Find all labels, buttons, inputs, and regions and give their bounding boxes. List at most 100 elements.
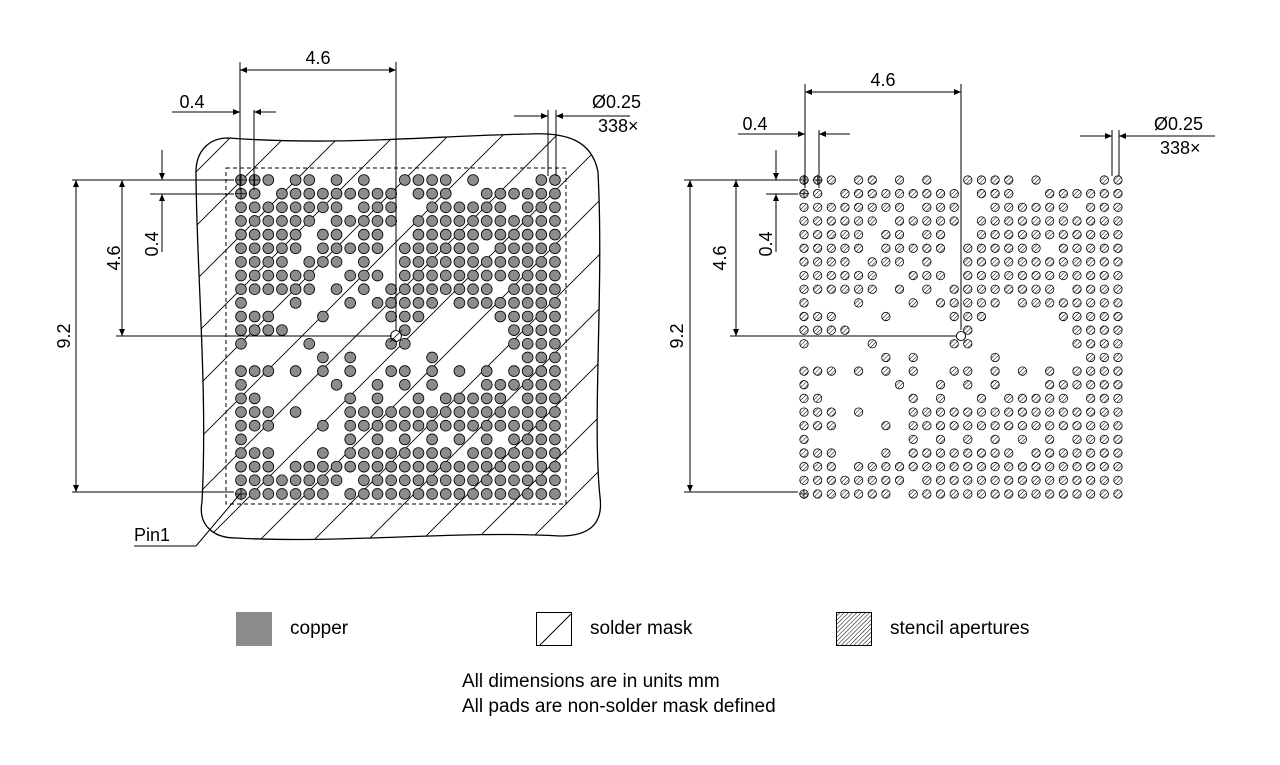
stencil-aperture — [922, 230, 932, 240]
copper-pad — [385, 474, 397, 487]
stencil-aperture — [894, 257, 905, 267]
copper-pad — [235, 297, 247, 309]
copper-pad — [235, 337, 247, 350]
stencil-aperture — [826, 243, 836, 253]
stencil-aperture — [1086, 189, 1096, 199]
overall-dimension: 9.2 — [54, 323, 74, 348]
stencil-aperture — [963, 434, 973, 444]
copper-pad — [535, 433, 548, 446]
copper-pad — [371, 488, 384, 500]
stencil-aperture — [1113, 311, 1123, 322]
stencil-aperture — [1086, 380, 1096, 390]
copper-pad — [535, 474, 548, 487]
copper-pad — [412, 392, 425, 405]
copper-pad — [235, 215, 247, 227]
stencil-aperture — [922, 407, 932, 417]
copper-pad — [412, 419, 425, 432]
copper-pad — [317, 447, 329, 459]
copper-pad — [426, 174, 438, 186]
copper-pad — [467, 460, 479, 473]
stencil-aperture — [1113, 407, 1123, 417]
stencil-aperture — [990, 257, 1000, 267]
stencil-aperture — [1031, 421, 1041, 431]
stencil-aperture — [963, 475, 973, 485]
copper-pad — [480, 256, 493, 268]
stencil-aperture — [922, 257, 932, 267]
dimension-arrow — [233, 109, 240, 115]
stencil-aperture — [963, 366, 973, 376]
stencil-aperture — [976, 257, 987, 267]
stencil-aperture — [935, 270, 946, 281]
stencil-aperture — [1086, 366, 1096, 376]
stencil-aperture — [990, 434, 1000, 444]
stencil-aperture — [813, 407, 823, 417]
copper-pad — [508, 433, 520, 446]
stencil-aperture — [1113, 448, 1123, 458]
copper-pad — [521, 187, 534, 200]
stencil-aperture — [976, 270, 987, 281]
copper-pad — [549, 324, 561, 336]
copper-pad — [535, 337, 548, 350]
copper-pad — [289, 488, 302, 500]
copper-pad — [248, 187, 261, 200]
copper-pad — [317, 201, 329, 214]
copper-pad — [439, 187, 452, 200]
stencil-aperture — [881, 230, 891, 240]
stencil-aperture — [1113, 421, 1123, 431]
copper-pad — [303, 474, 316, 487]
stencil-aperture — [1113, 202, 1123, 212]
dimension-arrow — [954, 89, 961, 95]
copper-pad — [398, 324, 411, 336]
stencil-aperture — [1086, 421, 1096, 431]
stencil-aperture — [1086, 202, 1096, 212]
note-pads: All pads are non-solder mask defined — [462, 696, 776, 717]
stencil-aperture — [1086, 434, 1096, 444]
copper-pad — [412, 297, 425, 309]
copper-pad — [412, 174, 425, 186]
stencil-aperture — [963, 243, 973, 253]
copper-pad — [521, 310, 534, 323]
stencil-aperture — [1017, 462, 1028, 472]
stencil-aperture — [826, 311, 836, 322]
copper-pad — [467, 297, 479, 309]
stencil-aperture — [963, 407, 973, 417]
stencil-aperture — [1099, 270, 1109, 281]
stencil-aperture — [853, 366, 864, 376]
copper-pad — [549, 269, 561, 282]
copper-pad — [262, 283, 275, 296]
stencil-aperture — [1086, 475, 1096, 485]
stencil-aperture — [990, 175, 1000, 185]
stencil-aperture — [1113, 393, 1123, 403]
notes: All dimensions are in units mm All pads … — [462, 669, 776, 719]
stencil-aperture — [1045, 202, 1055, 212]
stencil-aperture — [1031, 284, 1041, 294]
stencil-aperture — [1099, 311, 1109, 322]
stencil-aperture — [908, 243, 918, 253]
stencil-aperture — [894, 475, 905, 485]
copper-pad — [439, 256, 452, 268]
center-reference-aperture — [955, 330, 967, 342]
stencil-aperture — [908, 298, 918, 308]
stencil-aperture — [1017, 257, 1028, 267]
stencil-aperture — [867, 202, 877, 212]
stencil-aperture — [1017, 230, 1028, 240]
stencil-aperture — [826, 216, 836, 226]
copper-pad — [371, 187, 384, 200]
stencil-aperture — [1113, 434, 1123, 444]
copper-pad — [549, 242, 561, 255]
stencil-aperture — [1045, 298, 1055, 308]
stencil-aperture — [881, 421, 891, 431]
copper-pad — [412, 447, 425, 459]
copper-pad — [303, 215, 316, 227]
stencil-aperture — [1045, 393, 1055, 403]
stencil-aperture — [1099, 366, 1109, 376]
copper-pad — [371, 228, 384, 241]
stencil-aperture — [840, 230, 850, 240]
stencil-aperture — [840, 489, 850, 499]
stencil-aperture — [990, 216, 1000, 226]
stencil-aperture — [935, 462, 946, 472]
copper-pad — [535, 242, 548, 255]
stencil-aperture — [976, 489, 987, 499]
stencil-aperture — [1113, 257, 1123, 267]
copper-pad — [508, 488, 520, 500]
